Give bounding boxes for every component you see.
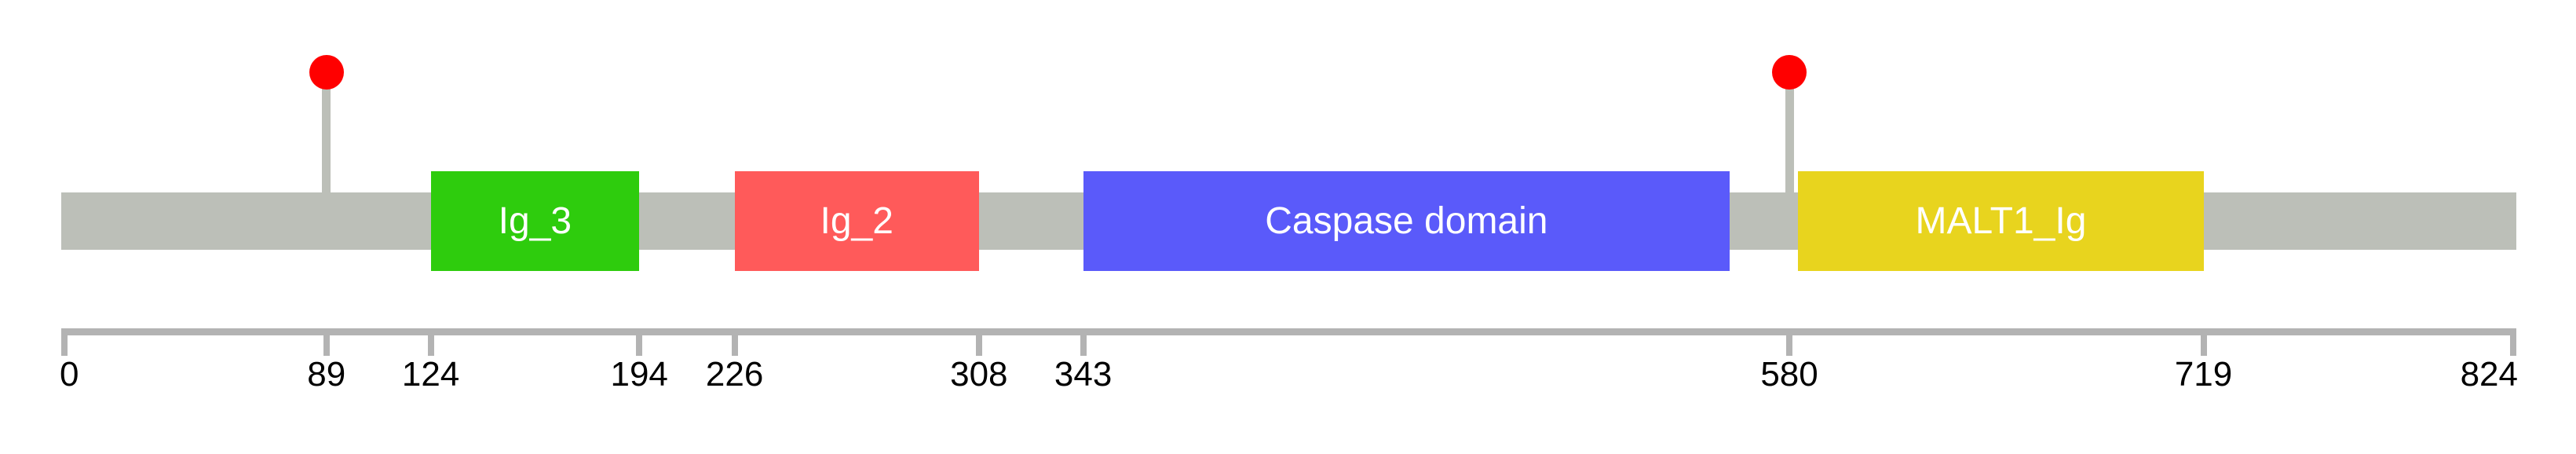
axis-tick	[427, 335, 434, 356]
mutation-marker-stem	[322, 72, 331, 250]
axis-baseline	[61, 328, 2516, 335]
axis-tick	[61, 335, 68, 356]
mutation-marker-head[interactable]	[1772, 55, 1807, 90]
domain-label: Ig_2	[820, 200, 893, 242]
axis-tick-label: 124	[401, 355, 460, 394]
mutation-marker-head[interactable]	[309, 55, 344, 90]
axis-tick-label: 89	[307, 355, 346, 394]
axis-tick	[1786, 335, 1793, 356]
axis-tick-label: 0	[60, 355, 79, 394]
axis-tick	[1080, 335, 1087, 356]
axis-tick	[975, 335, 982, 356]
axis-tick-label: 824	[2460, 355, 2518, 394]
axis-tick-label: 343	[1054, 355, 1113, 394]
axis-tick	[2510, 335, 2516, 356]
domain-ig-2[interactable]: Ig_2	[734, 171, 979, 271]
axis-tick-label: 719	[2174, 355, 2233, 394]
domain-caspase-domain[interactable]: Caspase domain	[1083, 171, 1730, 271]
axis-tick	[323, 335, 330, 356]
domain-label: Ig_3	[498, 200, 572, 242]
axis-tick-label: 194	[610, 355, 668, 394]
axis-tick-label: 580	[1760, 355, 1818, 394]
axis-tick	[636, 335, 643, 356]
axis-tick-label: 226	[705, 355, 764, 394]
domain-label: Caspase domain	[1265, 200, 1548, 242]
domain-malt1-ig[interactable]: MALT1_Ig	[1798, 171, 2204, 271]
mutation-marker-stem	[1785, 72, 1794, 250]
domain-ig-3[interactable]: Ig_3	[430, 171, 640, 271]
axis-tick	[2200, 335, 2207, 356]
domain-label: MALT1_Ig	[1915, 200, 2087, 242]
axis-tick-label: 308	[950, 355, 1008, 394]
axis-tick	[731, 335, 738, 356]
